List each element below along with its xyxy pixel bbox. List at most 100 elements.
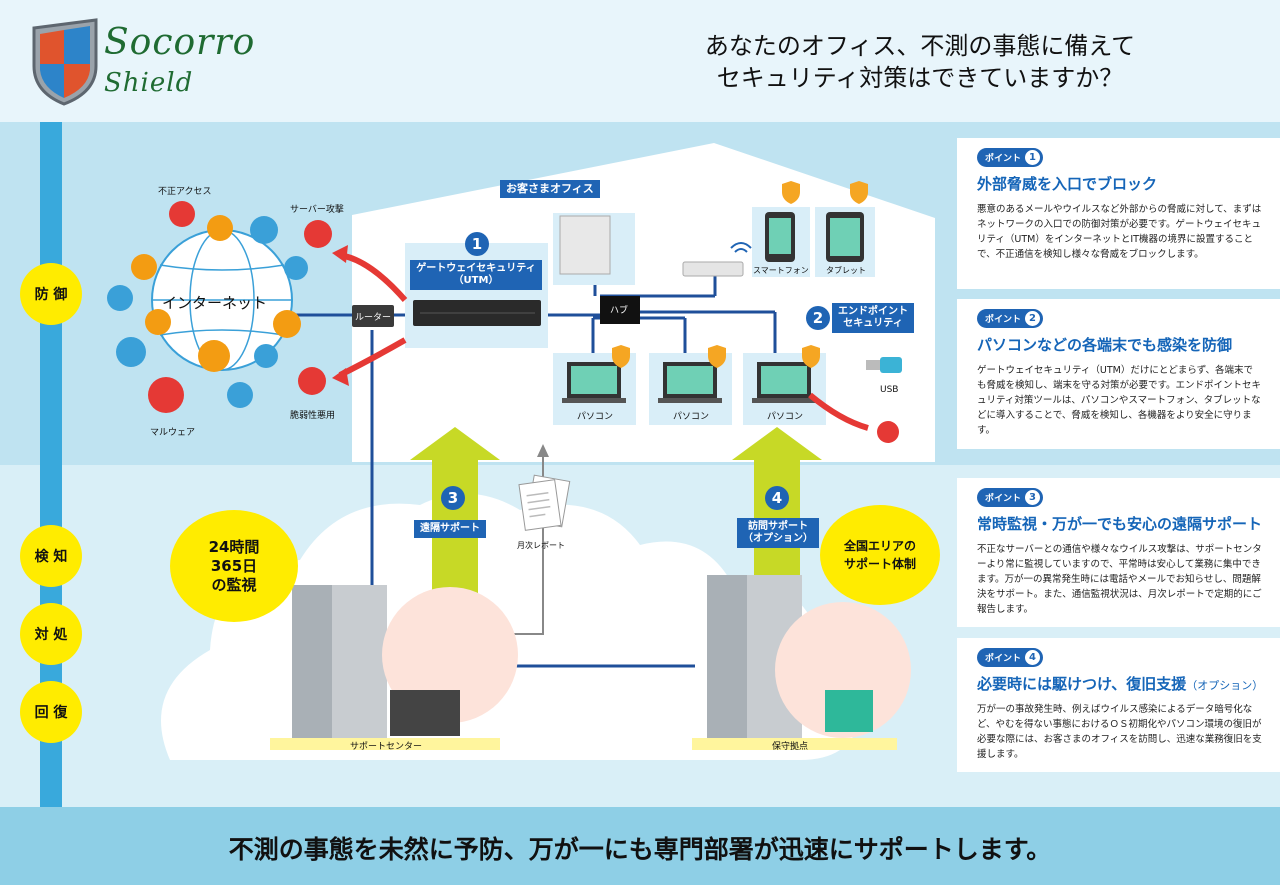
- brand-name-line1: Socorro: [104, 22, 256, 63]
- wifi-icon: [730, 242, 752, 253]
- utm-number: 1: [465, 232, 489, 256]
- point-title-2: パソコンなどの各端末でも感染を防御: [977, 336, 1233, 354]
- point-title-1: 外部脅威を入口でブロック: [977, 175, 1158, 193]
- monitoring-bubble-line1: 24時間: [208, 537, 260, 556]
- coverage-bubble-line2: サポート体制: [843, 557, 916, 571]
- endpoint-label-line1: エンドポイント: [838, 306, 908, 317]
- virus-icons: [148, 201, 899, 443]
- point-body-2: ゲートウェイセキュリティ（UTM）だけにとどまらず、各端末でも脅威を検知し、端末…: [977, 365, 1262, 436]
- document-icon: [518, 474, 571, 531]
- tablet-label: タブレット: [826, 266, 866, 275]
- point-badge-text-1: ポイント: [985, 154, 1022, 164]
- threat-vuln-label: 脆弱性悪用: [290, 411, 336, 421]
- report-label: 月次レポート: [517, 541, 565, 550]
- remote-number: 3: [441, 486, 465, 510]
- point-body-3: 不正なサーバーとの通信や様々なウイルス攻撃は、サポートセンターより常に監視してい…: [977, 544, 1262, 615]
- threat-server-label: サーバー攻撃: [290, 205, 344, 215]
- shield-logo-icon: [32, 18, 98, 106]
- phase-recover: 回 復: [20, 681, 82, 743]
- utm-label: ゲートウェイセキュリティ （UTM）: [410, 260, 542, 290]
- threat-malware-label: マルウェア: [150, 428, 196, 438]
- point-body-4: 万が一の事故発生時、例えばウイルス感染によるデータ暗号化など、やむを得ない事態に…: [977, 704, 1262, 760]
- visit-support-label-line1: 訪問サポート: [748, 521, 808, 532]
- brand-name-line2: Shield: [104, 68, 194, 98]
- usb-label: USB: [880, 385, 899, 395]
- footer-message: 不測の事態を未然に予防、万が一にも専門部署が迅速にサポートします。: [228, 835, 1052, 864]
- endpoint-number: 2: [806, 306, 830, 330]
- pc-label-3: パソコン: [766, 412, 803, 422]
- point-title-4-main: 必要時には駆けつけ、復旧支援: [977, 675, 1187, 693]
- utm-panel: [405, 243, 548, 348]
- visit-support-arrow: [732, 427, 822, 590]
- maintenance-base-building: [692, 575, 897, 750]
- point-badge-num-2: 2: [1025, 311, 1041, 326]
- users-icon: [250, 216, 278, 244]
- point-title-4: 必要時には駆けつけ、復旧支援（オプション）: [977, 673, 1264, 694]
- coverage-bubble: 全国エリアの サポート体制: [820, 505, 940, 605]
- point-body-1: 悪意のあるメールやウイルスなど外部からの脅威に対して、まずはネットワークの入口で…: [977, 204, 1262, 260]
- point-badge-text-4: ポイント: [985, 654, 1022, 664]
- cloud-icon: [207, 215, 233, 241]
- utm-label-line1: ゲートウェイセキュリティ: [416, 263, 536, 274]
- chat-icon: [145, 309, 171, 335]
- id-card-icon: [227, 382, 253, 408]
- threat-unauth-label: 不正アクセス: [158, 187, 212, 197]
- monitoring-bubble-line3: の監視: [211, 575, 257, 594]
- headline-line1: あなたのオフィス、不測の事態に備えて: [704, 32, 1136, 60]
- chart-icon: [198, 340, 230, 372]
- router-label: ルーター: [355, 313, 392, 323]
- utm-label-line2: （UTM）: [453, 275, 499, 286]
- technician-icon: [775, 602, 911, 738]
- monitoring-bubble-line2: 365日: [210, 556, 258, 575]
- header-band: [0, 0, 1280, 122]
- point-badge-num-1: 1: [1025, 150, 1041, 165]
- support-center-label: サポートセンター: [350, 742, 423, 752]
- coverage-bubble-line1: 全国エリアの: [843, 539, 916, 553]
- calendar-icon: [254, 344, 278, 368]
- wifi-router-device: [682, 261, 744, 277]
- headline-line2: セキュリティ対策はできていますか？: [716, 64, 1124, 92]
- point-badge-num-4: 4: [1025, 650, 1041, 665]
- visit-support-label: 訪問サポート （オプション）: [737, 518, 819, 548]
- footer-band: [0, 807, 1280, 885]
- monitoring-bubble: 24時間 365日 の監視: [170, 510, 298, 622]
- server-device: [559, 215, 611, 275]
- point-title-4-suffix: （オプション）: [1186, 679, 1264, 692]
- pc-label-2: パソコン: [672, 412, 709, 422]
- usb-icon: [866, 357, 902, 373]
- shield-icons: [612, 181, 868, 368]
- thumbs-up-icon: [116, 337, 146, 367]
- internet-label: インターネット: [162, 294, 268, 312]
- visit-support-label-line2: （オプション）: [743, 533, 813, 544]
- endpoint-label: エンドポイント セキュリティ: [832, 303, 914, 333]
- search-icon: [107, 285, 133, 311]
- point-badge-text-3: ポイント: [985, 494, 1022, 504]
- phase-defense: 防 御: [20, 263, 82, 325]
- maintenance-base-label: 保守拠点: [772, 742, 809, 752]
- point-badge-num-3: 3: [1025, 490, 1041, 505]
- mail-icon: [273, 310, 301, 338]
- rss-icon: [131, 254, 157, 280]
- smartphone-label: スマートフォン: [753, 266, 809, 275]
- remote-support-label: 遠隔サポート: [414, 520, 486, 538]
- headline: あなたのオフィス、不測の事態に備えて セキュリティ対策はできていますか？: [640, 30, 1200, 94]
- phase-respond: 対 処: [20, 603, 82, 665]
- folder-icon: [284, 256, 308, 280]
- hub-device: [600, 296, 640, 324]
- pc-label-1: パソコン: [576, 412, 613, 422]
- internet-globe-icon: [151, 229, 293, 371]
- point-title-3: 常時監視・万が一でも安心の遠隔サポート: [977, 515, 1263, 533]
- endpoint-label-line2: セキュリティ: [843, 318, 903, 329]
- hub-label: ハブ: [610, 306, 629, 316]
- pc-1: [553, 353, 636, 425]
- router-device: [352, 305, 394, 327]
